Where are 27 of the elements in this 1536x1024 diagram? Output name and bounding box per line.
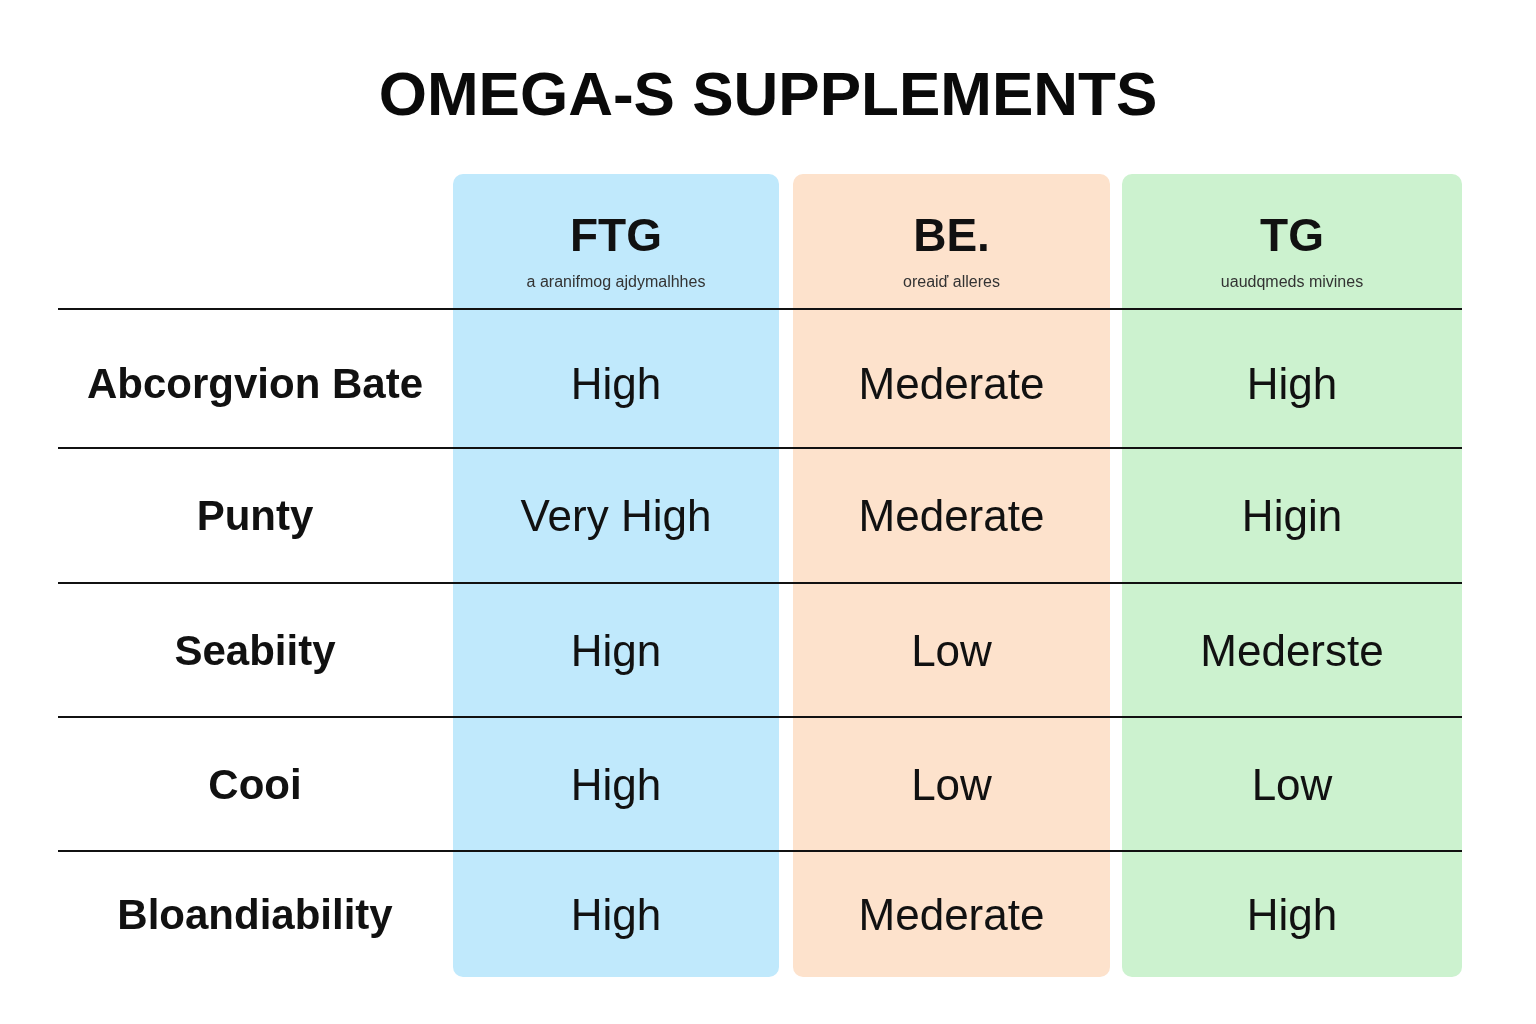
table-cell-text: High (1245, 358, 1339, 410)
table-cell-text: Higin (1240, 490, 1344, 542)
table-cell-text: High (569, 889, 663, 941)
table-cell-text: High (569, 759, 663, 811)
table-cell-text: Hign (569, 625, 663, 677)
row-header: Abcorgvion Bate (85, 359, 424, 409)
table-cell-text: Mederate (857, 889, 1046, 941)
table-cell-text: Very High (519, 490, 713, 542)
row-header: Punty (195, 491, 315, 541)
column-subtitle: oreaiď alleres (902, 272, 1001, 292)
column-subtitle: uaudqmeds mivines (1219, 272, 1365, 292)
table-cell-text: Mederste (1199, 625, 1385, 677)
table-cell-text: Low (910, 625, 993, 677)
table-cell-text: High (1245, 889, 1339, 941)
row-header: Bloandiability (116, 890, 394, 940)
column-header: TG (1259, 208, 1325, 262)
table-cell-text: Mederate (857, 358, 1046, 410)
column-header: BE. (912, 208, 991, 262)
table-cell-text: Low (1250, 759, 1334, 811)
table-cell-text: Low (910, 759, 993, 811)
column-header: FTG (569, 208, 663, 262)
row-header: Cooi (207, 760, 303, 810)
table-title: OMEGA-S SUPPLEMENTS (377, 58, 1159, 129)
table-cell-text: Mederate (857, 490, 1046, 542)
column-subtitle: a aranifmog ajdymalhhes (525, 272, 707, 292)
table-cell-text: High (569, 358, 663, 410)
row-header: Seabiity (173, 626, 337, 676)
